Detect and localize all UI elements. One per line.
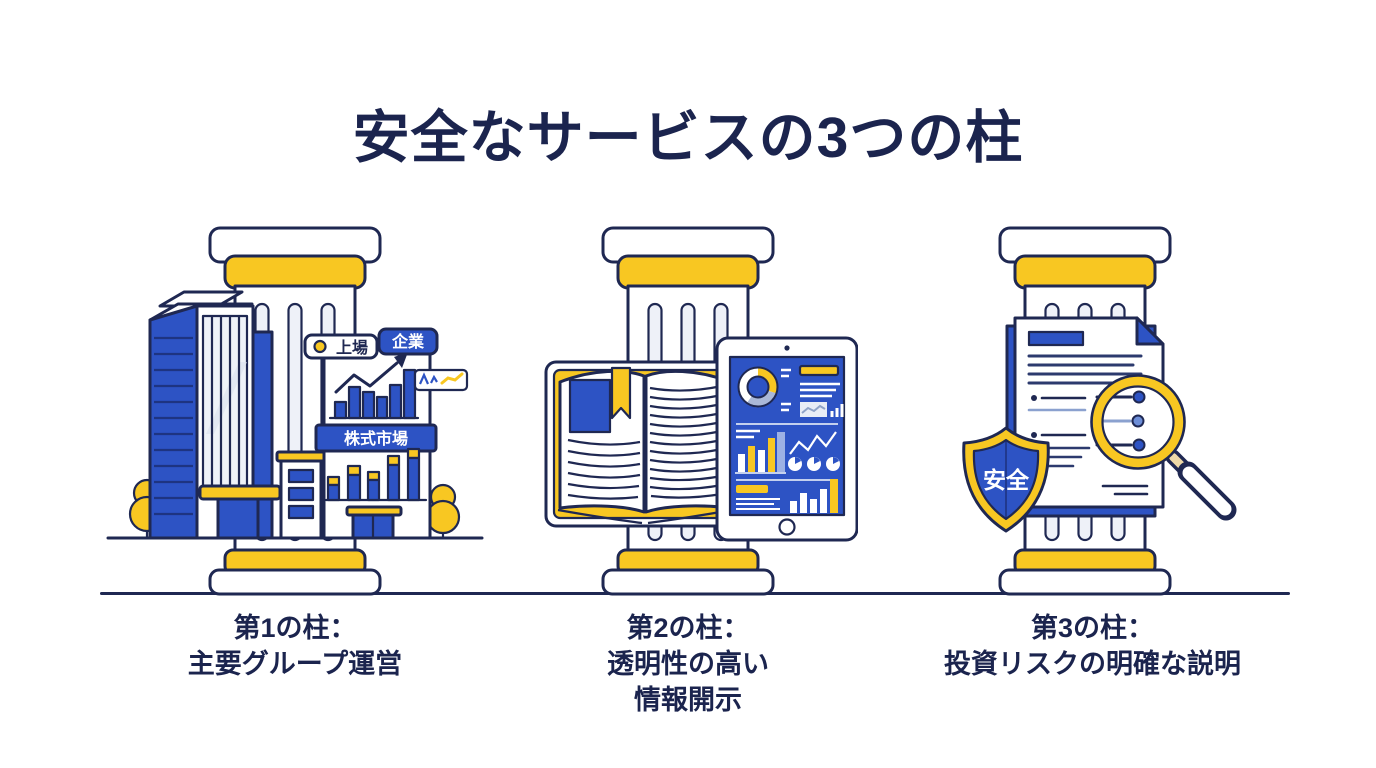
caption-line: 透明性の高い xyxy=(607,649,769,679)
pillar-3-caption: 第3の柱： 投資リスクの明確な説明 xyxy=(890,610,1295,682)
small-building-icon xyxy=(275,450,327,540)
stock-market-label: 株式市場 xyxy=(344,429,408,448)
pillar-3-illustration: 安全 xyxy=(962,226,1237,596)
stock-exchange-facade: 株式市場 xyxy=(314,348,438,540)
mini-chart-badge xyxy=(413,368,469,392)
line-chart-icon xyxy=(789,431,837,455)
entrance-icon xyxy=(345,505,403,540)
summary-block-icon xyxy=(736,479,838,513)
caption-line: 第1の柱： xyxy=(233,613,357,643)
magnifier-icon xyxy=(1090,374,1237,521)
growth-bar-chart-icon xyxy=(328,352,420,420)
company-label: 企業 xyxy=(391,332,425,351)
pie-chart-icons xyxy=(788,457,840,471)
safety-label: 安全 xyxy=(983,467,1030,493)
tablet-icon xyxy=(715,336,858,542)
pillar-1-illustration: 株式市場 上場 企業 xyxy=(106,226,484,596)
pillar-1-caption: 第1の柱： 主要グループ運営 xyxy=(95,610,495,682)
pillar-2-illustration xyxy=(544,226,858,596)
listed-badge: 上場 xyxy=(303,333,379,360)
caption-line: 情報開示 xyxy=(634,685,742,715)
tree-icon xyxy=(425,483,461,540)
page-title: 安全なサービスの3つの柱 xyxy=(352,106,1024,170)
pillar-2-caption: 第2の柱： 透明性の高い 情報開示 xyxy=(538,610,838,718)
candlestick-chart-icon xyxy=(324,447,428,502)
donut-chart-icon xyxy=(737,366,791,412)
company-badge: 企業 xyxy=(377,327,439,356)
caption-line: 第2の柱： xyxy=(626,613,750,643)
open-book-icon xyxy=(544,360,746,528)
listed-label: 上場 xyxy=(336,339,368,357)
office-building-icon xyxy=(148,290,282,540)
caption-line: 主要グループ運営 xyxy=(187,649,403,679)
caption-line: 第3の柱： xyxy=(1030,613,1155,643)
report-block-icon xyxy=(798,364,844,417)
safety-shield-icon: 安全 xyxy=(962,426,1050,533)
stock-market-banner: 株式市場 xyxy=(314,423,438,453)
bar-chart-icon xyxy=(735,429,786,474)
caption-line: 投資リスクの明確な説明 xyxy=(944,649,1241,679)
